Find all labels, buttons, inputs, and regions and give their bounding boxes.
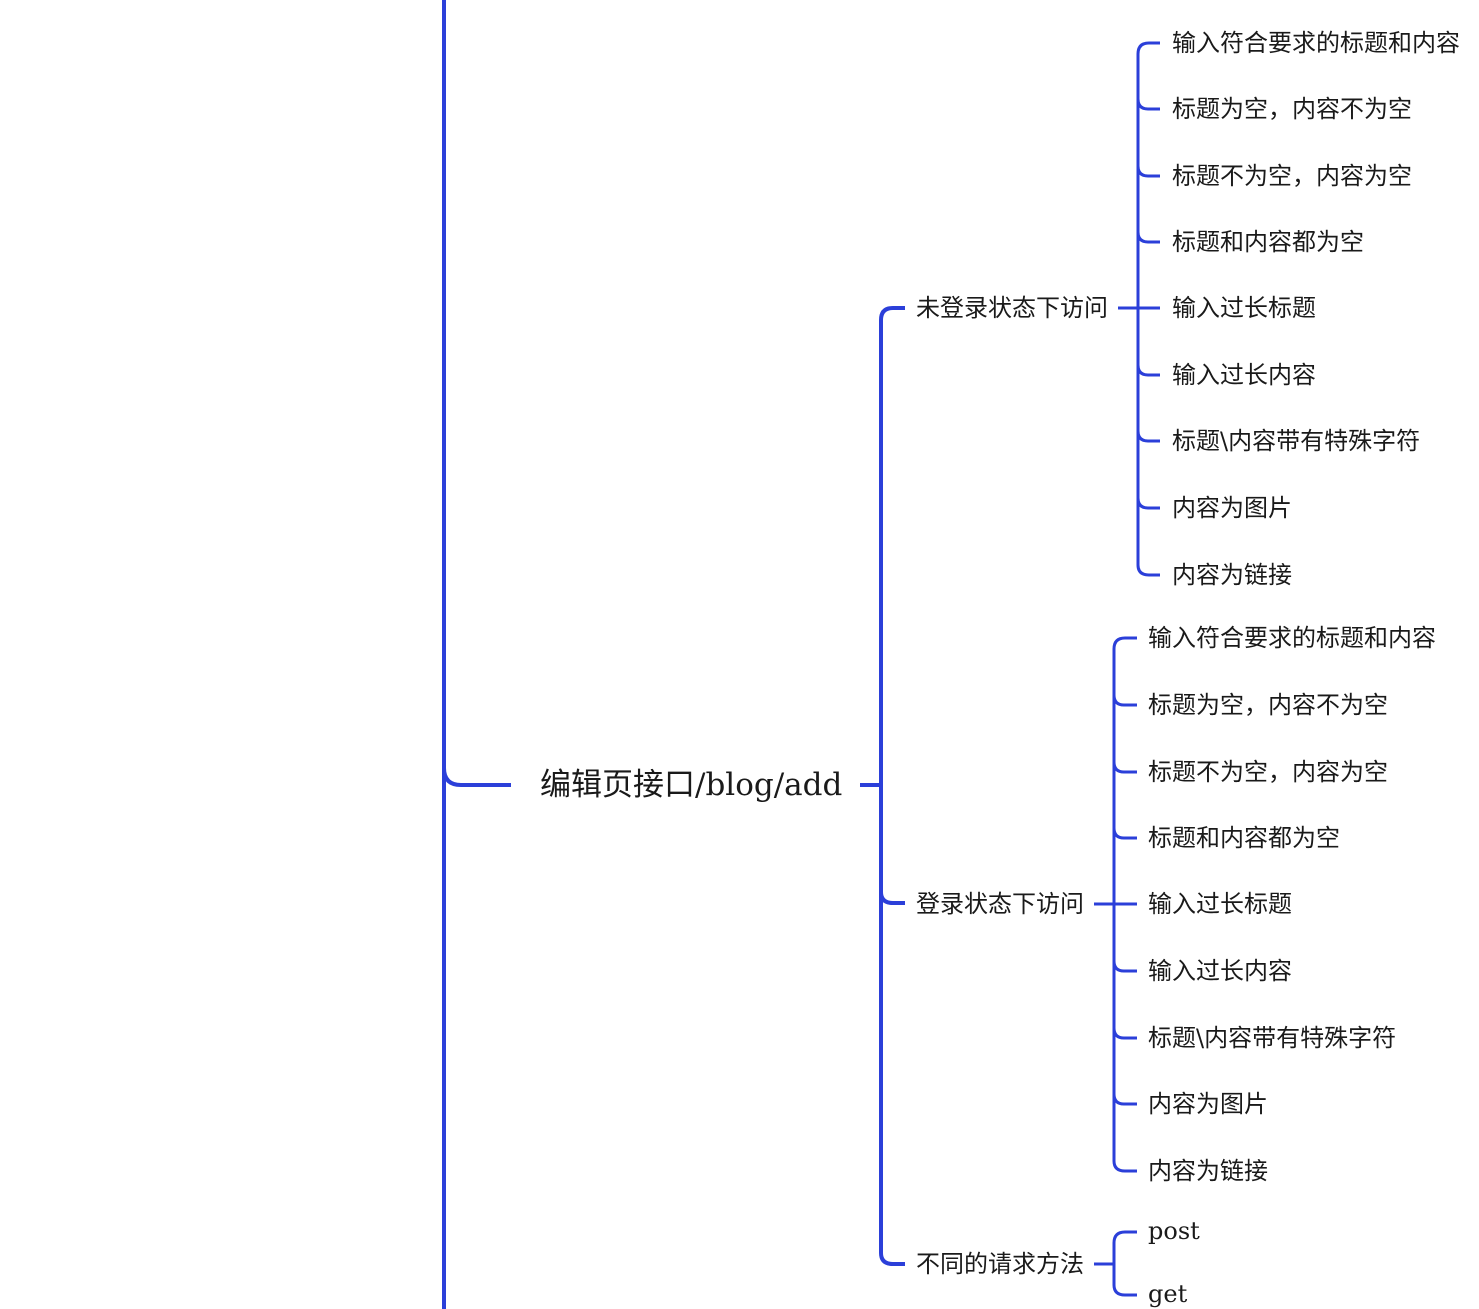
- leaf-topic[interactable]: 输入过长内容: [1172, 361, 1316, 389]
- root-topic[interactable]: 编辑页接口/blog/add: [540, 767, 843, 803]
- leaf-topic[interactable]: 内容为图片: [1148, 1090, 1268, 1118]
- branch-topic-not-logged-in[interactable]: 未登录状态下访问: [916, 294, 1108, 322]
- branch1-leaf-tick: [1136, 165, 1160, 178]
- branch3-leaf-bracket: [1112, 1230, 1137, 1297]
- leaf-topic[interactable]: 标题为空，内容不为空: [1172, 95, 1412, 123]
- leaf-topic[interactable]: 内容为图片: [1172, 494, 1292, 522]
- branch2-leaf-tick: [1112, 827, 1137, 840]
- leaf-topic[interactable]: 输入符合要求的标题和内容: [1172, 29, 1460, 57]
- leaf-topic-get[interactable]: get: [1148, 1280, 1188, 1308]
- leaf-topic[interactable]: 标题不为空，内容为空: [1148, 758, 1388, 786]
- branch2-leaf-tick: [1112, 1027, 1137, 1040]
- leaf-topic[interactable]: 内容为链接: [1172, 561, 1292, 589]
- branch-topic-request-methods[interactable]: 不同的请求方法: [916, 1250, 1084, 1278]
- leaf-topic[interactable]: 输入过长内容: [1148, 957, 1292, 985]
- leaf-topic-post[interactable]: post: [1148, 1217, 1200, 1245]
- trunk-to-root-link: [442, 767, 511, 787]
- branch1-leaf-tick: [1136, 98, 1160, 111]
- leaf-topic[interactable]: 输入符合要求的标题和内容: [1148, 624, 1436, 652]
- branch2-leaf-tick: [1112, 960, 1137, 973]
- leaf-topic[interactable]: 标题为空，内容不为空: [1148, 691, 1388, 719]
- leaf-topic[interactable]: 标题不为空，内容为空: [1172, 162, 1412, 190]
- leaf-topic[interactable]: 输入过长标题: [1148, 890, 1292, 918]
- branch-bracket-middle-tick: [879, 891, 905, 905]
- leaf-topic[interactable]: 输入过长标题: [1172, 294, 1316, 322]
- leaf-topic[interactable]: 内容为链接: [1148, 1157, 1268, 1185]
- leaf-topic[interactable]: 标题\内容带有特殊字符: [1172, 427, 1421, 455]
- leaf-topic[interactable]: 标题和内容都为空: [1172, 228, 1364, 256]
- branch1-leaf-tick: [1136, 497, 1160, 510]
- branch-bracket: [879, 306, 905, 1266]
- branch2-leaf-tick: [1112, 694, 1137, 707]
- branch2-leaf-tick: [1112, 761, 1137, 774]
- leaf-topic[interactable]: 标题\内容带有特殊字符: [1148, 1024, 1397, 1052]
- branch1-leaf-tick: [1136, 364, 1160, 377]
- branch-topic-logged-in[interactable]: 登录状态下访问: [916, 890, 1084, 918]
- branch1-leaf-tick: [1136, 231, 1160, 244]
- branch1-leaf-tick: [1136, 430, 1160, 443]
- leaf-topic[interactable]: 标题和内容都为空: [1148, 824, 1340, 852]
- branch2-leaf-tick: [1112, 1093, 1137, 1106]
